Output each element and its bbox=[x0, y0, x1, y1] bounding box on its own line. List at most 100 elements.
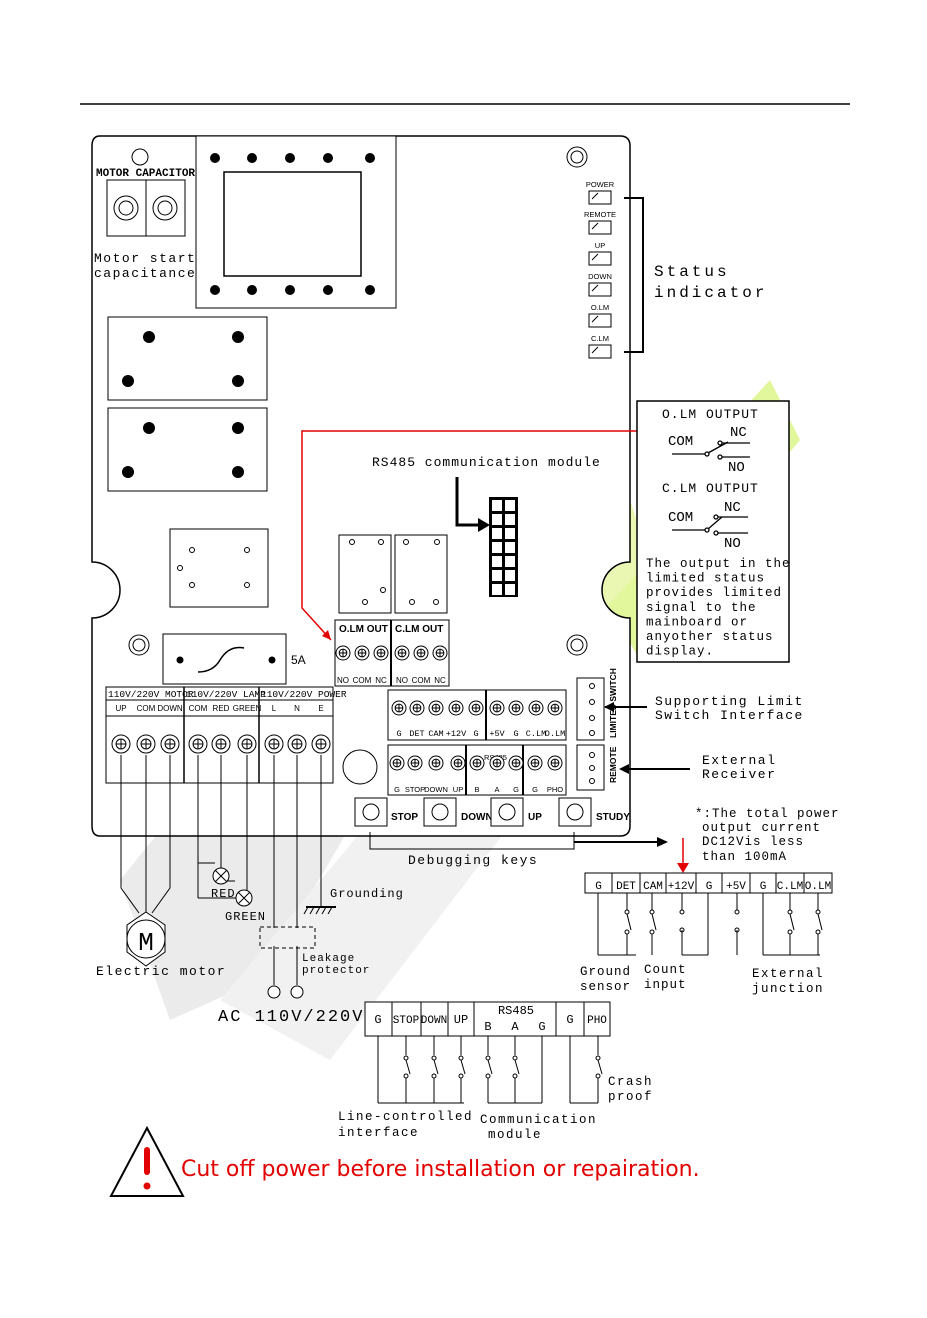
motor-start-label-2: capacitance bbox=[94, 266, 196, 281]
lamp-group-label: 110V/220V LAMP bbox=[186, 689, 266, 700]
count-input-label: Count bbox=[644, 963, 687, 977]
power-note-line-3: DC12Vis less bbox=[702, 835, 804, 849]
capacitor-terminal bbox=[152, 195, 178, 221]
communication-label: Communication bbox=[480, 1113, 597, 1127]
line-control-pin-label: UP bbox=[454, 1013, 468, 1027]
leakage-label-2: protector bbox=[302, 965, 370, 977]
output-desc-line: mainboard or bbox=[646, 615, 748, 629]
clm-output-title: C.LM OUTPUT bbox=[662, 481, 759, 496]
power-pin-label: L bbox=[272, 704, 277, 713]
rs485-pin bbox=[505, 500, 515, 511]
output-desc-line: limited status bbox=[646, 572, 765, 586]
crash-proof-label: Crash bbox=[608, 1075, 653, 1089]
output-desc-line: provides limited bbox=[646, 586, 782, 600]
debug-key-label: STOP bbox=[391, 812, 418, 823]
power-note-line-2: output current bbox=[702, 821, 821, 835]
mount-hole bbox=[566, 634, 588, 656]
motor-m-label: M bbox=[138, 928, 154, 958]
line-control-pin-label: G bbox=[566, 1013, 573, 1027]
debug-key-down[interactable]: DOWN bbox=[423, 797, 493, 827]
limit-pin-label: CAM bbox=[428, 729, 443, 739]
rs485-pin bbox=[492, 570, 502, 581]
control-pin-label: G bbox=[532, 785, 538, 794]
grounding-symbol-icon bbox=[303, 906, 336, 915]
ground-sensor-label: Ground bbox=[580, 965, 631, 979]
external-junction-label: External bbox=[752, 967, 824, 981]
power-pin-label: COM bbox=[137, 704, 156, 713]
ground-sensor-label-2: sensor bbox=[580, 980, 631, 994]
debug-key-label: DOWN bbox=[461, 812, 493, 823]
limit-pin-label: G bbox=[513, 729, 518, 739]
power-pin-label: GREEN bbox=[233, 704, 262, 713]
green-lamp-icon bbox=[235, 889, 253, 907]
line-control-pin-label: G bbox=[374, 1013, 381, 1027]
electric-motor-label: Electric motor bbox=[96, 964, 226, 979]
motor-capacitor-label: MOTOR CAPACITOR bbox=[96, 168, 195, 180]
line-control-pin-label: RS485 bbox=[498, 1004, 534, 1018]
rs485-pin bbox=[492, 528, 502, 539]
motor-start-label: Motor start bbox=[94, 251, 196, 266]
indicator-label: DOWN bbox=[588, 272, 612, 281]
rs485-pin bbox=[492, 584, 502, 595]
clm-contact-symbol bbox=[672, 514, 748, 536]
power-pin-label: N bbox=[294, 704, 300, 713]
status-led bbox=[588, 344, 612, 359]
limit-pin-label: G bbox=[473, 729, 478, 739]
rs485-pin bbox=[505, 584, 515, 595]
receiver-callout-2: Receiver bbox=[702, 767, 776, 782]
clm-relay bbox=[394, 534, 448, 614]
debug-key-label: UP bbox=[528, 812, 542, 823]
external-pin-label: G bbox=[706, 881, 713, 893]
line-control-wiring bbox=[377, 1036, 603, 1104]
power-note-line-4: than 100mA bbox=[702, 850, 787, 864]
motor-group-label: 110V/220V MOTOR bbox=[108, 689, 194, 700]
relay-pin-label: NO bbox=[396, 676, 408, 685]
output-desc-line: The output in the bbox=[646, 557, 791, 571]
limit-pin-label: G bbox=[396, 729, 401, 739]
external-pin-label: +12V bbox=[668, 881, 695, 893]
rs485-pin bbox=[505, 528, 515, 539]
olm-relay bbox=[338, 534, 392, 614]
transformer-pins bbox=[210, 153, 375, 295]
power-pin-label: COM bbox=[189, 704, 208, 713]
leakage-label: Leakage bbox=[302, 953, 355, 965]
control-pin-label: DOWN bbox=[424, 785, 448, 794]
olm-nc-label: NC bbox=[730, 425, 747, 441]
remote-label: REMOTE bbox=[608, 746, 618, 783]
red-lamp-label: RED bbox=[211, 887, 236, 901]
count-input-label-2: input bbox=[644, 978, 687, 992]
external-pin-label: G bbox=[595, 881, 602, 893]
olm-output-title: O.LM OUTPUT bbox=[662, 407, 759, 422]
fuse-holder bbox=[162, 633, 287, 685]
power-pin-label: E bbox=[318, 704, 323, 713]
olm-com-label: COM bbox=[668, 434, 693, 450]
debug-keys-bracket bbox=[369, 832, 575, 850]
rs485-pin bbox=[492, 556, 502, 567]
indicator-bracket bbox=[624, 197, 644, 353]
rs485-pin bbox=[505, 556, 515, 567]
external-pin-label: O.LM bbox=[805, 881, 831, 893]
output-desc-line: anyother status bbox=[646, 630, 774, 644]
rs485-pin bbox=[492, 500, 502, 511]
relay-pin-label: NO bbox=[337, 676, 349, 685]
motor-wiring bbox=[120, 755, 171, 914]
indicator-label: O.LM bbox=[591, 303, 609, 312]
crash-proof-label-2: proof bbox=[608, 1090, 653, 1104]
external-pin-label: +5V bbox=[726, 881, 746, 893]
line-control-pin-label: STOP bbox=[393, 1015, 420, 1027]
line-control-pin-label: PHO bbox=[587, 1015, 607, 1027]
clm-no-label: NO bbox=[724, 536, 741, 552]
small-relay bbox=[169, 528, 269, 608]
olm-out-label: O.LM OUT bbox=[339, 624, 388, 635]
warning-triangle-icon bbox=[109, 1125, 185, 1197]
debug-key-up[interactable]: UP bbox=[490, 797, 542, 827]
rs485-pin bbox=[492, 514, 502, 525]
ac-terminal bbox=[267, 985, 281, 999]
debug-key-study[interactable]: STUDY bbox=[558, 797, 630, 827]
power-pin-label: DOWN bbox=[157, 704, 183, 713]
limit-pin-label: C.LM bbox=[526, 729, 546, 739]
rs485-pin bbox=[505, 542, 515, 553]
line-controlled-label-2: interface bbox=[338, 1126, 419, 1140]
debug-key-stop[interactable]: STOP bbox=[354, 797, 418, 827]
